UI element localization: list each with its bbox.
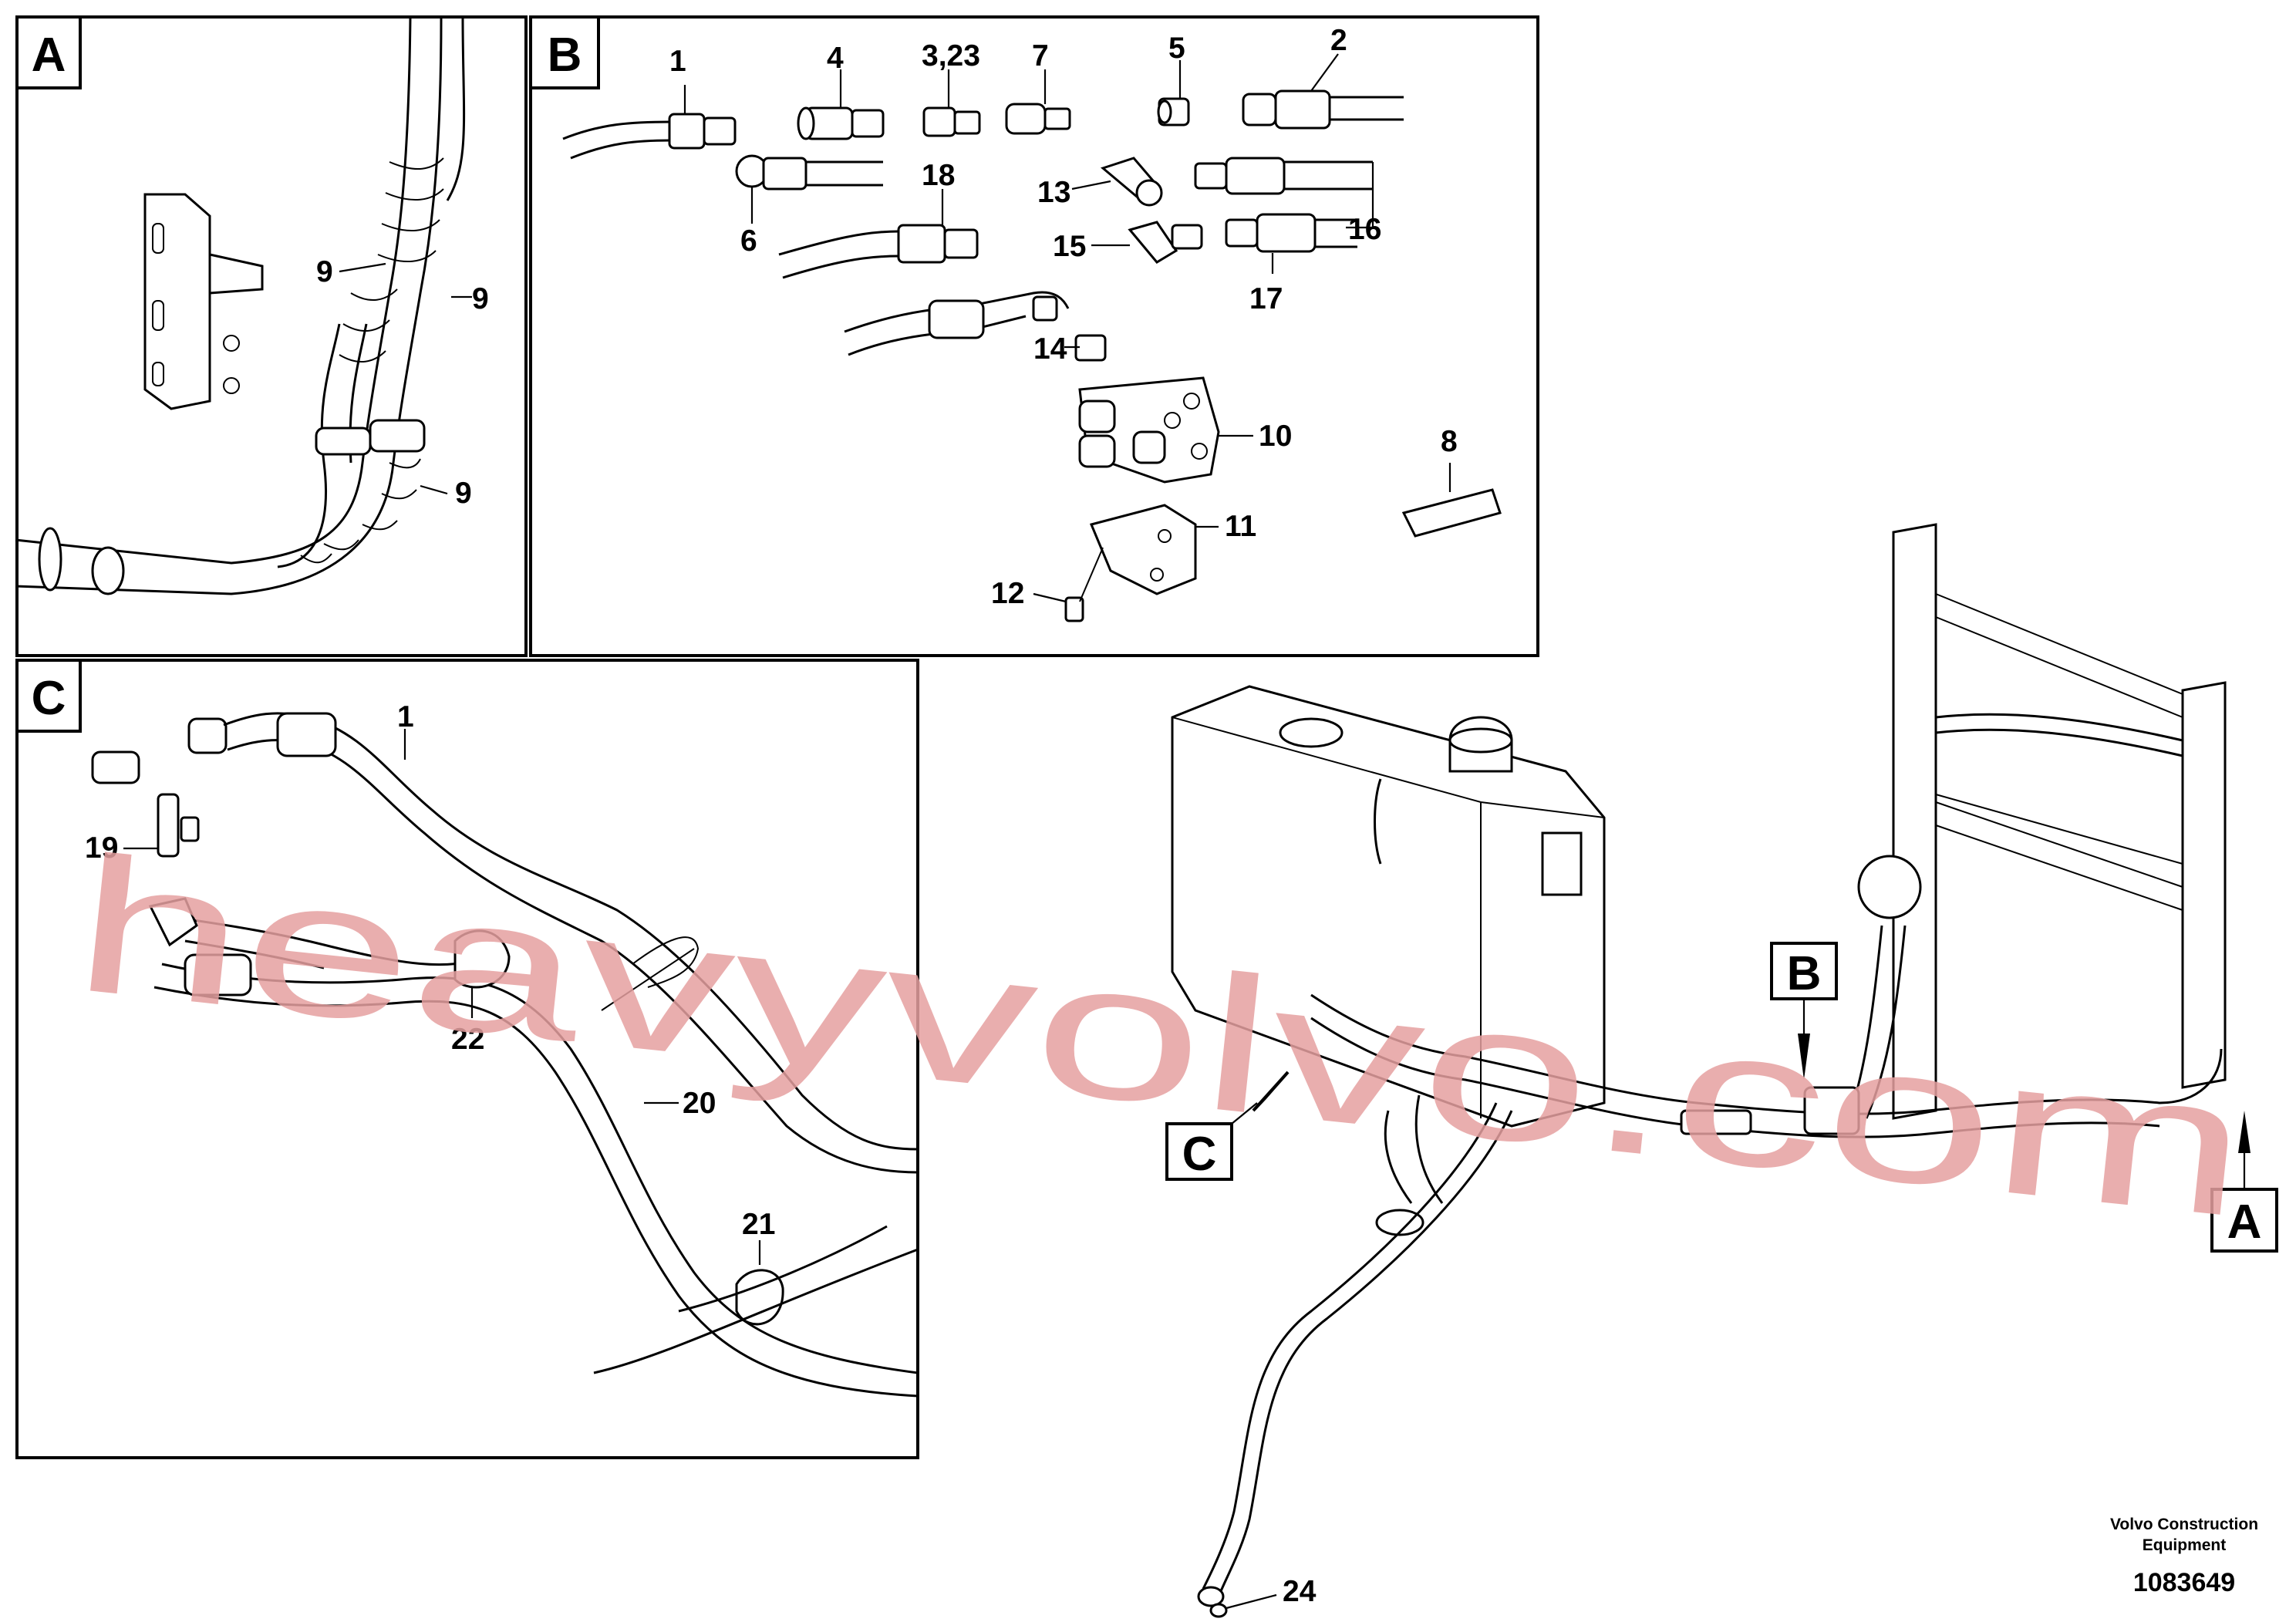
adapter-4 bbox=[797, 106, 885, 140]
callout-b-12: 12 bbox=[991, 577, 1024, 610]
hose-assembly-1 bbox=[562, 113, 737, 160]
elbow-13 bbox=[1100, 157, 1373, 207]
hose-bundle-c bbox=[91, 712, 919, 1398]
panel-c: C 1 19 bbox=[15, 659, 919, 1459]
callout-c-1: 1 bbox=[397, 700, 414, 733]
panel-b-letter-box bbox=[529, 15, 600, 89]
callout-b-5: 5 bbox=[1168, 32, 1185, 65]
pointer-b-arrow bbox=[1798, 1034, 1810, 1080]
hose-to-valve bbox=[844, 291, 1107, 362]
valve-block-10 bbox=[1078, 376, 1220, 484]
callout-b-15: 15 bbox=[1053, 230, 1086, 263]
cooler-frame bbox=[1857, 523, 2227, 1120]
callout-a-9-left: 9 bbox=[316, 255, 333, 288]
elbow-15 bbox=[1128, 213, 1357, 264]
fitting-3-23 bbox=[922, 106, 981, 137]
elbow-6 bbox=[735, 154, 883, 191]
callout-b-11: 11 bbox=[1225, 510, 1256, 543]
callout-c-22: 22 bbox=[451, 1023, 484, 1056]
callout-b-3-23: 3,23 bbox=[922, 39, 980, 73]
bracket-11 bbox=[1089, 504, 1197, 595]
callout-b-13: 13 bbox=[1037, 176, 1070, 209]
callout-b-14: 14 bbox=[1033, 332, 1067, 366]
main-view: B C A 24 bbox=[1165, 523, 2278, 1618]
pointer-a-arrow bbox=[2238, 1111, 2250, 1153]
callout-b-4: 4 bbox=[827, 42, 844, 75]
panel-c-frame bbox=[15, 659, 919, 1459]
bolt-12 bbox=[1064, 547, 1104, 622]
callout-b-8: 8 bbox=[1441, 425, 1458, 458]
footer-brand-line2: Equipment bbox=[2143, 1536, 2227, 1554]
panel-b-frame bbox=[529, 15, 1539, 657]
callout-b-17: 17 bbox=[1249, 282, 1283, 315]
mounting-bracket bbox=[143, 193, 264, 410]
footer-doc-number: 1083649 bbox=[2133, 1568, 2235, 1597]
panel-c-letter-box bbox=[15, 659, 82, 733]
callout-b-1: 1 bbox=[669, 45, 686, 78]
callout-b-18: 18 bbox=[922, 159, 955, 192]
pointer-c-arrow bbox=[1252, 1071, 1290, 1112]
panel-b-letter: B bbox=[548, 29, 582, 82]
footer-brand-line1: Volvo Construction bbox=[2110, 1516, 2258, 1533]
panel-c-letter: C bbox=[32, 672, 66, 725]
main-hoses bbox=[1197, 713, 2223, 1607]
callout-a-9-bottom: 9 bbox=[455, 477, 472, 510]
pointer-c-box bbox=[1165, 1122, 1233, 1181]
callout-b-6: 6 bbox=[740, 224, 757, 258]
panel-a-letter-box bbox=[15, 15, 82, 89]
callout-main-24: 24 bbox=[1283, 1575, 1317, 1608]
part-8 bbox=[1401, 488, 1502, 538]
hose-bundle-a bbox=[15, 16, 466, 595]
panel-b: B bbox=[529, 15, 1539, 657]
panel-a-letter: A bbox=[32, 29, 66, 82]
fitting-5 bbox=[1157, 97, 1190, 126]
callout-c-20: 20 bbox=[683, 1087, 716, 1120]
pointer-b-letter: B bbox=[1787, 947, 1822, 1000]
pointer-c-letter: C bbox=[1182, 1128, 1217, 1181]
callout-b-7: 7 bbox=[1032, 39, 1049, 73]
callout-c-21: 21 bbox=[742, 1208, 775, 1241]
callout-a-9-right: 9 bbox=[472, 282, 489, 315]
hydraulic-tank bbox=[1171, 685, 1606, 1236]
callout-b-2: 2 bbox=[1330, 24, 1347, 57]
panel-a: A bbox=[15, 15, 528, 657]
panel-a-frame bbox=[15, 15, 528, 657]
callout-c-19: 19 bbox=[85, 831, 118, 865]
callout-b-10: 10 bbox=[1259, 420, 1292, 453]
callout-b-16: 16 bbox=[1348, 213, 1381, 246]
pointer-a-letter: A bbox=[2227, 1195, 2262, 1249]
fitting-7 bbox=[1005, 103, 1071, 135]
hose-assembly-18 bbox=[778, 224, 979, 279]
hose-assembly-2 bbox=[1242, 89, 1404, 130]
